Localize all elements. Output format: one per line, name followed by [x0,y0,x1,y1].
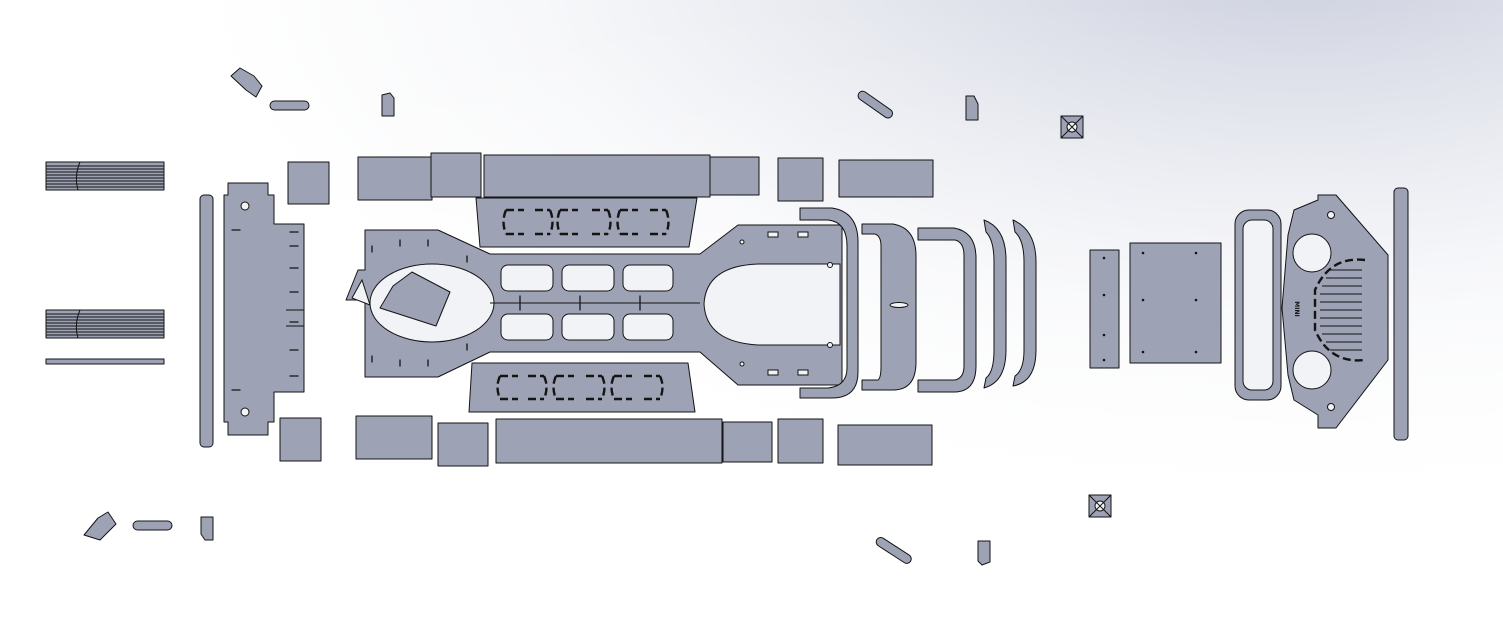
narrow-plate-right[interactable] [1089,249,1120,369]
side-panel-left[interactable] [223,182,305,436]
gear-bracket-top[interactable] [1060,115,1084,139]
front-grille[interactable]: MINI [1281,194,1389,429]
main-chassis-floor[interactable] [345,224,843,386]
small-bracket-bottom[interactable] [83,511,117,541]
small-clip-top[interactable] [965,95,979,121]
thin-strip[interactable] [45,358,165,365]
side-rail-left[interactable] [199,194,214,448]
angled-bar-bottom[interactable] [875,536,913,565]
small-bracket[interactable] [230,67,263,98]
square-plate-right[interactable] [1129,242,1222,364]
lower-wall-segments[interactable] [355,415,933,467]
small-rounded-bar[interactable] [269,100,310,111]
small-hook[interactable] [381,92,395,117]
stacked-rod-bundle-bottom[interactable] [45,309,165,339]
plate-a-bottom[interactable] [279,417,322,462]
plate-a-top[interactable] [287,161,330,205]
small-clip-bottom[interactable] [977,540,991,566]
side-rail-right[interactable] [1393,187,1409,441]
upper-wall-segments[interactable] [357,152,934,202]
gear-bracket-bottom[interactable] [1088,494,1112,518]
floor-panel-upper[interactable] [475,197,698,248]
rounded-frame[interactable] [1234,209,1282,401]
grille-emblem-text: MINI [1293,301,1300,316]
floor-panel-lower[interactable] [468,362,696,413]
small-hook-bottom[interactable] [200,516,214,541]
small-rounded-bar-bottom[interactable] [132,520,173,531]
angled-bar-top[interactable] [856,89,894,119]
stacked-rod-bundle-top[interactable] [45,161,165,191]
bumper-arcs[interactable] [799,207,1037,399]
